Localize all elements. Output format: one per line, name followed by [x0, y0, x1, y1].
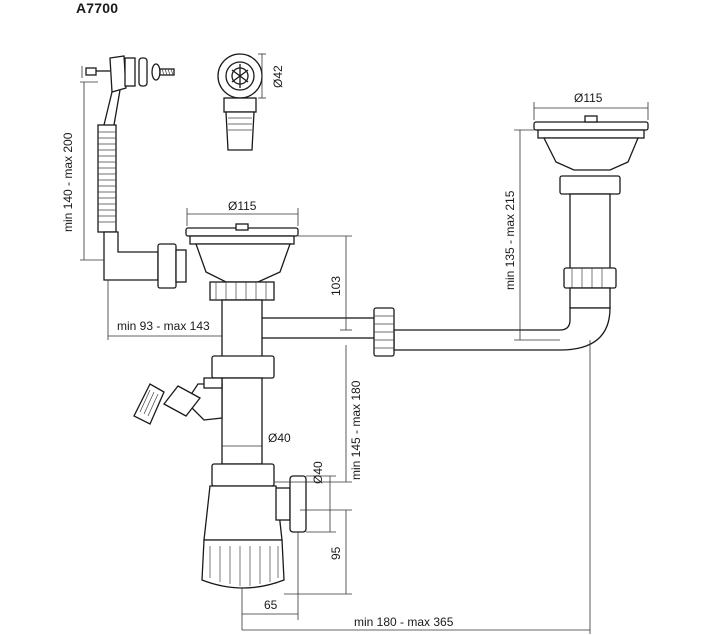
siphon-trap — [133, 299, 307, 589]
dimension-lines — [80, 81, 591, 634]
outlet-side-diameter-label: Ø40 — [311, 461, 325, 484]
model-code: A7700 — [76, 0, 119, 16]
overflow-offset-label: min 93 - max 143 — [117, 319, 210, 333]
overflow-assembly — [81, 55, 187, 289]
connecting-pipe — [257, 307, 395, 357]
right-strainer — [393, 102, 649, 351]
overflow-height-label: min 140 - max 200 — [61, 132, 75, 232]
right-bowl-height-label: min 135 - max 215 — [503, 190, 517, 290]
right-strainer-diameter-label: Ø115 — [574, 91, 603, 105]
bowl-spacing-label: min 180 - max 365 — [354, 615, 454, 629]
trap-bottom-label: 95 — [329, 546, 343, 560]
left-bowl-height-label: 103 — [329, 276, 343, 296]
left-strainer-diameter-label: Ø115 — [228, 199, 257, 213]
outlet-detail — [217, 53, 266, 151]
left-strainer — [185, 208, 299, 301]
outlet-diameter-label: Ø42 — [271, 65, 285, 88]
trap-width-label: 65 — [264, 598, 278, 612]
trap-height-label: min 145 - max 180 — [349, 380, 363, 480]
branch-diameter-label: Ø40 — [268, 431, 291, 445]
